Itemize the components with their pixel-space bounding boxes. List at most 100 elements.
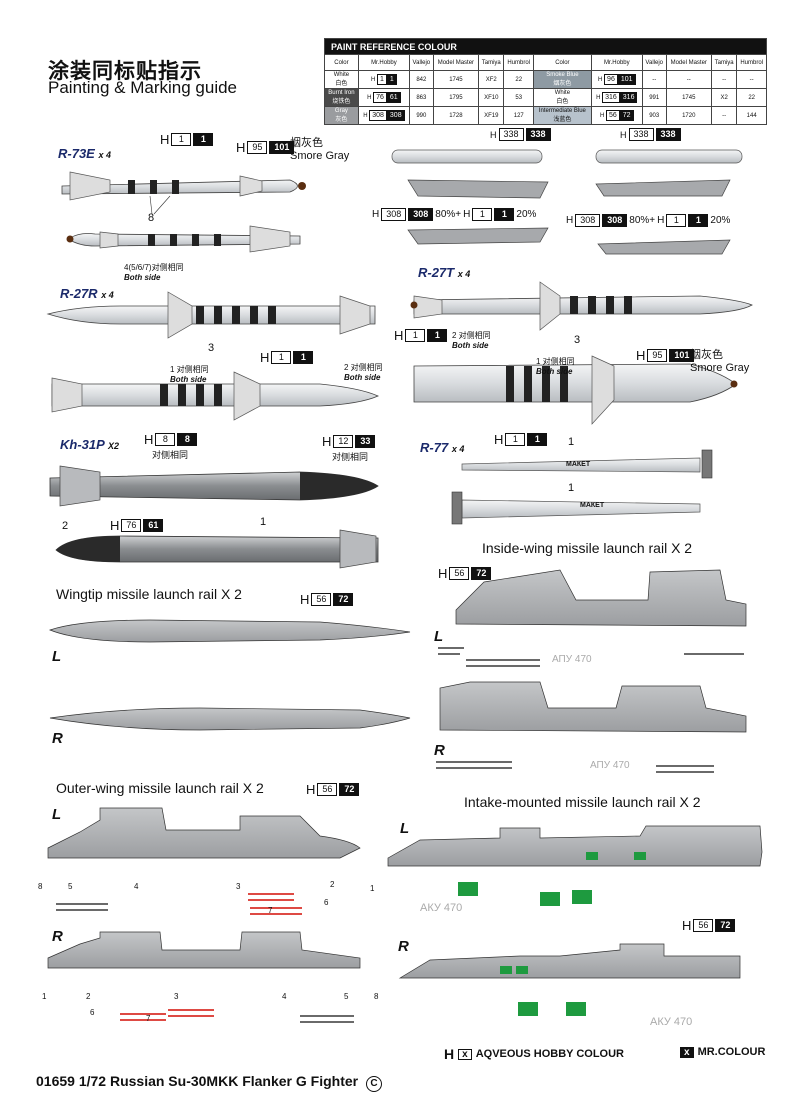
paint-reference-table: PAINT REFERENCE COLOUR Color Mr.Hobby Va…: [324, 38, 767, 125]
pylon-drawings: [391, 149, 743, 255]
marker-8: 8: [38, 882, 43, 891]
stencil-lines: [56, 647, 744, 1023]
apu-stencil: АПУ 470: [590, 760, 630, 771]
r77-missile-bottom: [451, 491, 701, 525]
marker-2: 2: [86, 992, 91, 1001]
side-left-label: L: [52, 806, 62, 823]
marker-2: 2: [330, 880, 335, 889]
marker-8: 8: [374, 992, 379, 1001]
both-side-cn: 对侧相同: [152, 450, 189, 460]
marker-1: 1: [370, 884, 375, 893]
intake-rail-right: [398, 943, 741, 979]
r27t-missile-bottom: [413, 355, 738, 425]
side-right-label: R: [434, 742, 445, 759]
marker-7: 7: [146, 1014, 151, 1023]
section-outer-wing: Outer-wing missile launch rail X 2: [56, 780, 264, 796]
section-intake: Intake-mounted missile launch rail X 2: [464, 794, 701, 810]
humbrol-cell: 144: [736, 106, 767, 125]
section-inside-wing: Inside-wing missile launch rail X 2: [482, 540, 693, 556]
r27r-missile-bottom: [51, 371, 379, 421]
label-r73e: R-73E x 4: [58, 146, 111, 161]
intake-rail-left: [387, 825, 763, 867]
label-r77: R-77 x 4: [420, 440, 465, 455]
kh31p-missile-top: [49, 465, 379, 507]
outer-rail-left: [47, 807, 361, 859]
marker-3: 3: [236, 882, 241, 891]
humbrol-cell: 22: [736, 88, 767, 107]
tamiya-cell: --: [710, 106, 738, 125]
apu-stencil: АПУ 470: [552, 654, 592, 665]
maket-stencil: МАКЕТ: [566, 461, 591, 468]
side-right-label: R: [398, 938, 409, 955]
marker-6: 6: [90, 1008, 95, 1017]
table-title: PAINT REFERENCE COLOUR: [324, 38, 767, 55]
vallejo-cell: 990: [408, 106, 434, 125]
side-right-label: R: [52, 928, 63, 945]
humbrol-cell: 127: [503, 106, 535, 125]
marker-1: 1: [568, 436, 575, 448]
marker-1: 1: [568, 482, 575, 494]
wingtip-rail-right: [49, 707, 411, 731]
footer-title: 01659 1/72 Russian Su-30MKK Flanker G Fi…: [36, 1073, 383, 1092]
label-r27r: R-27R x 4: [60, 286, 114, 301]
side-left-label: L: [52, 648, 62, 665]
page-title: Painting & Marking guide: [48, 78, 238, 97]
r73e-missile-top: [61, 171, 306, 201]
wingtip-rail-left: [48, 619, 411, 643]
kh31p-missile-bottom: [55, 529, 379, 569]
label-r27t: R-27T x 4: [418, 265, 471, 280]
marker-4: 4: [134, 882, 139, 891]
page-title-cn: 涂装同标贴指示: [48, 59, 202, 83]
green-decals: [458, 852, 646, 1016]
both-side-cn: 对侧相同: [332, 452, 369, 462]
marker-1: 1: [42, 992, 47, 1001]
marker-5: 5: [344, 992, 349, 1001]
aku-stencil: АКУ 470: [420, 902, 463, 914]
maket-stencil: МАКЕТ: [580, 502, 605, 509]
marker-3: 3: [574, 334, 581, 346]
copyright-icon: C: [366, 1076, 383, 1092]
r77-missile-top: [461, 449, 713, 479]
marker-3: 3: [208, 342, 215, 354]
marker-2: 2: [62, 520, 69, 532]
marker-7: 7: [268, 906, 273, 915]
side-left-label: L: [400, 820, 410, 837]
marker-3: 3: [174, 992, 179, 1001]
r73e-missile-bottom: [66, 225, 301, 253]
inside-rail-left: [455, 569, 747, 627]
r27r-missile-top: [46, 291, 376, 339]
legend-mr-colour: x MR.COLOUR: [680, 1046, 765, 1058]
marker-5: 5: [68, 882, 73, 891]
marker-1: 1: [260, 516, 267, 528]
outer-rail-right: [47, 931, 361, 969]
inside-rail-right: [439, 681, 747, 733]
marker-8: 8: [148, 212, 155, 224]
